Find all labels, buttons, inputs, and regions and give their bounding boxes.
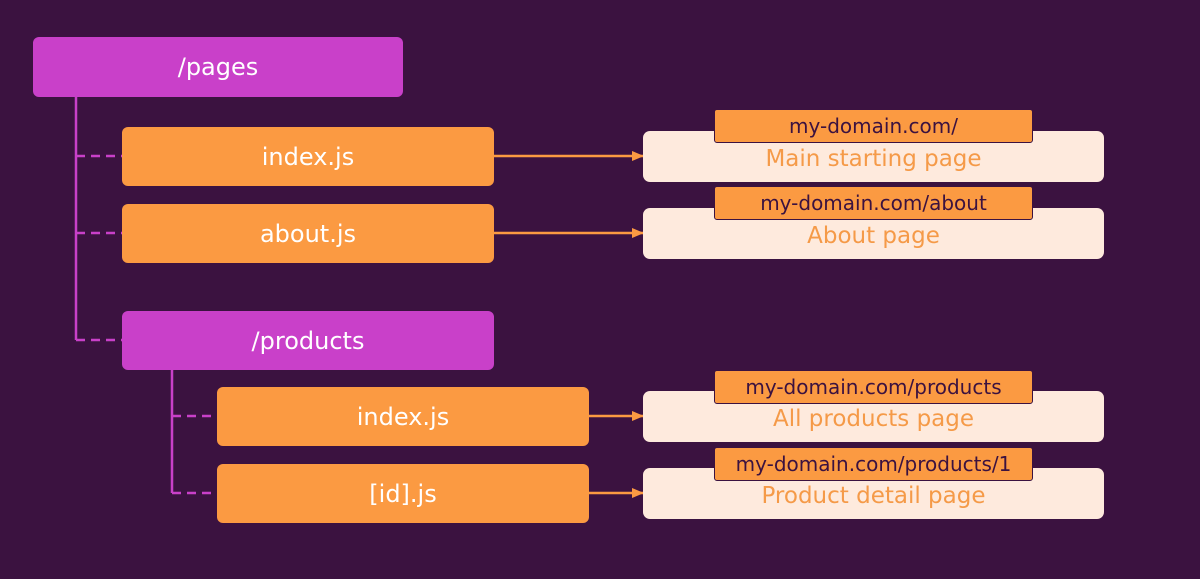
url-text-main: my-domain.com/ — [789, 114, 958, 138]
pages-folder-label: /pages — [177, 53, 259, 81]
products-folder-node: /products — [122, 311, 494, 370]
about-file-label: about.js — [259, 219, 357, 248]
url-text-product-detail: my-domain.com/products/1 — [735, 452, 1012, 476]
products-folder-label: /products — [251, 326, 365, 355]
page-label-main: Main starting page — [765, 146, 982, 172]
pages-folder-node: /pages — [33, 37, 403, 97]
product-id-file-label: [id].js — [369, 479, 437, 508]
index-file-label: index.js — [261, 142, 355, 171]
url-tag-about: my-domain.com/about — [714, 186, 1033, 220]
url-tag-main: my-domain.com/ — [714, 109, 1033, 143]
url-text-products: my-domain.com/products — [745, 375, 1002, 399]
products-index-file-node: index.js — [217, 387, 589, 446]
index-file-node: index.js — [122, 127, 494, 186]
page-label-about: About page — [807, 223, 940, 249]
page-label-products: All products page — [772, 406, 975, 432]
products-index-file-label: index.js — [356, 402, 450, 431]
url-tag-product-detail: my-domain.com/products/1 — [714, 447, 1033, 481]
url-text-about: my-domain.com/about — [760, 191, 987, 215]
page-label-product-detail: Product detail page — [761, 483, 986, 509]
url-tag-products: my-domain.com/products — [714, 370, 1033, 404]
product-id-file-node: [id].js — [217, 464, 589, 523]
about-file-node: about.js — [122, 204, 494, 263]
